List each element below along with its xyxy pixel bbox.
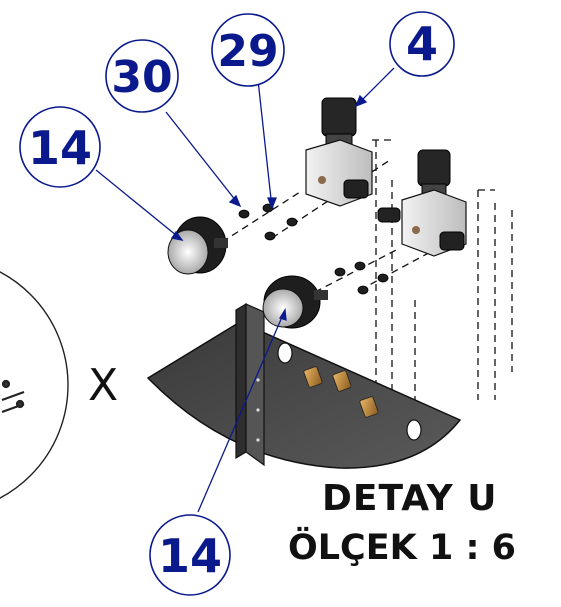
balloon-14-top: 14 xyxy=(19,106,101,188)
balloon-label: 30 xyxy=(111,52,172,103)
pressure-gauge xyxy=(262,275,328,329)
plate-hole xyxy=(406,419,422,441)
balloon-30: 30 xyxy=(105,39,179,113)
plate-hole xyxy=(277,342,293,364)
balloon-label: 14 xyxy=(158,529,222,583)
base-plate xyxy=(146,302,462,469)
balloon-label: 29 xyxy=(217,26,278,77)
detail-view-circle xyxy=(0,271,69,499)
pressure-regulator xyxy=(305,97,373,207)
detail-title: DETAY U xyxy=(322,478,498,519)
balloon-4: 4 xyxy=(389,11,455,77)
bolt-part xyxy=(1,379,25,414)
brass-fittings xyxy=(303,366,379,418)
leader-lines xyxy=(95,67,395,513)
nuts-and-washers xyxy=(238,203,389,295)
side-mark: X xyxy=(88,360,118,411)
detail-scale: ÖLÇEK 1 : 6 xyxy=(288,528,517,568)
balloon-label: 4 xyxy=(406,17,438,71)
balloon-14-bottom: 14 xyxy=(149,514,231,596)
balloon-29: 29 xyxy=(211,13,285,87)
pressure-gauge xyxy=(167,216,228,275)
balloon-label: 14 xyxy=(28,121,92,175)
pressure-regulator xyxy=(377,149,467,257)
